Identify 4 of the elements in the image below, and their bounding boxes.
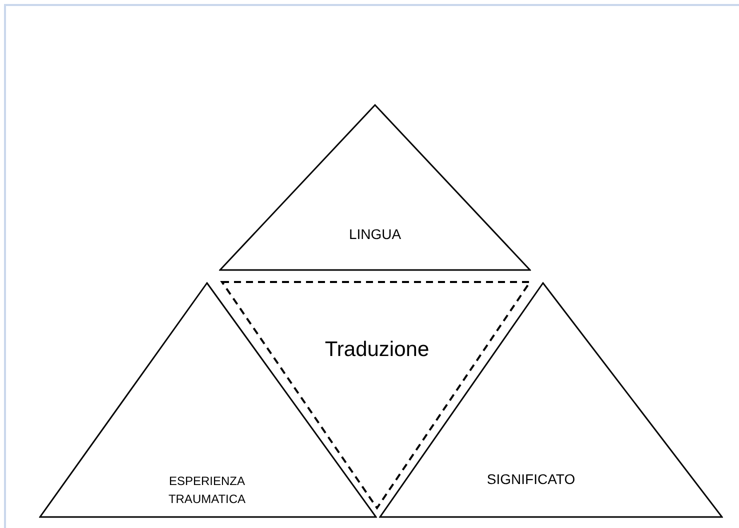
- triangle-label: SIGNIFICATO: [486, 470, 576, 489]
- triangle-label: ESPERIENZA TRAUMATICA: [167, 473, 247, 508]
- triangle-label: Traduzione: [324, 337, 430, 363]
- triangle-label: LINGUA: [348, 225, 402, 244]
